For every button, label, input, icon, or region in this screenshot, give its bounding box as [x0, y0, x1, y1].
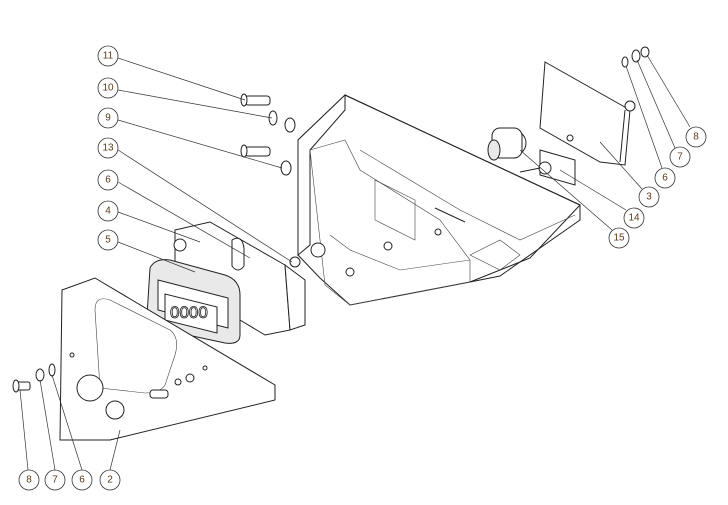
bottom-screws [12, 363, 56, 393]
front-bezel-plate [59, 277, 276, 441]
svg-text:11: 11 [103, 51, 114, 62]
balloon-8-bottom: 8 [18, 469, 40, 491]
balloon-9: 9 [97, 107, 119, 129]
svg-text:8: 8 [693, 132, 699, 143]
balloon-8-right: 8 [685, 126, 707, 148]
right-screws [621, 46, 650, 68]
svg-text:7: 7 [52, 475, 58, 486]
balloon-7-bottom: 7 [44, 469, 66, 491]
leader-lines [19, 54, 691, 471]
balloon-6-right: 6 [654, 167, 676, 189]
svg-text:5: 5 [105, 235, 111, 246]
svg-text:15: 15 [613, 233, 625, 244]
balloon-5: 5 [97, 229, 119, 251]
balloon-7-right: 7 [669, 146, 691, 168]
balloon-11: 11 [97, 45, 119, 67]
svg-text:13: 13 [102, 143, 114, 154]
svg-text:8: 8 [26, 475, 32, 486]
svg-text:6: 6 [105, 175, 111, 186]
balloon-4: 4 [97, 200, 119, 222]
rear-bracket-plate [539, 61, 636, 166]
svg-text:6: 6 [79, 475, 85, 486]
svg-text:2: 2 [107, 475, 113, 486]
display-readout: 0000 [170, 303, 208, 322]
top-screws [240, 93, 296, 176]
svg-text:7: 7 [677, 152, 683, 163]
balloon-15: 15 [608, 227, 630, 249]
balloon-6-bottom: 6 [71, 469, 93, 491]
balloon-13: 13 [97, 137, 119, 159]
balloon-10: 10 [97, 77, 119, 99]
toggle-switch [519, 149, 576, 186]
svg-text:14: 14 [628, 213, 640, 224]
svg-text:3: 3 [646, 192, 652, 203]
balloon-2: 2 [99, 469, 121, 491]
balloon-3: 3 [638, 186, 660, 208]
rotary-switch [487, 127, 527, 161]
svg-text:9: 9 [105, 113, 111, 124]
svg-text:4: 4 [105, 206, 111, 217]
svg-text:10: 10 [102, 83, 114, 94]
svg-text:6: 6 [662, 173, 668, 184]
balloon-14: 14 [623, 207, 645, 229]
balloon-6: 6 [97, 169, 119, 191]
enclosure-housing [297, 93, 581, 306]
